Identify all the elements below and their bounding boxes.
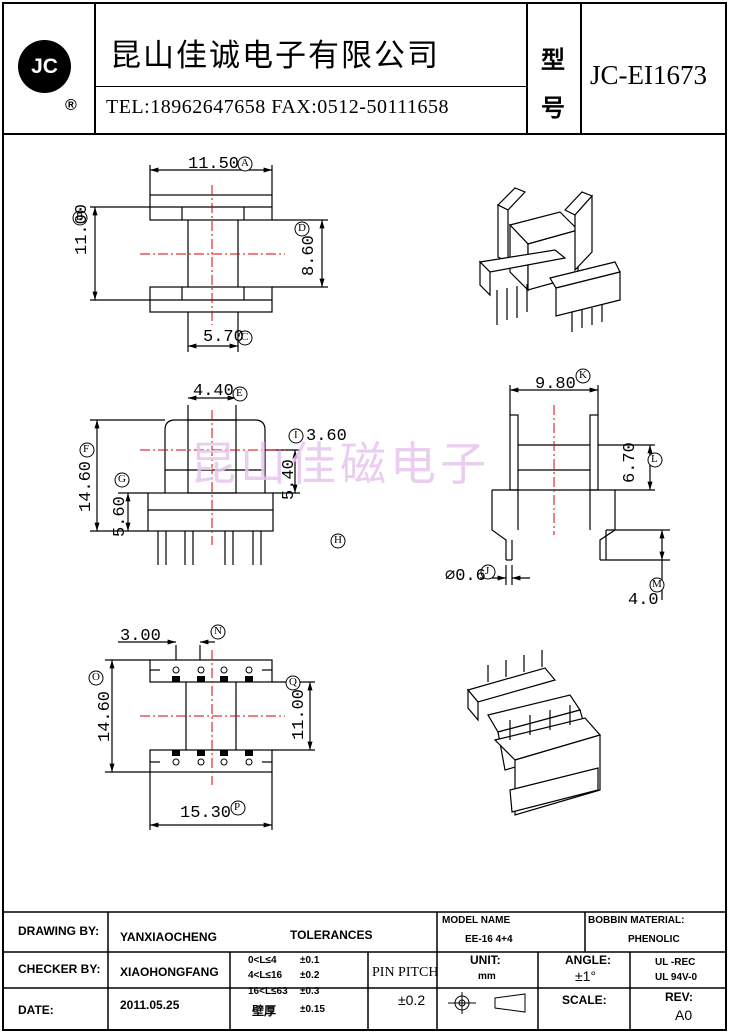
marker-f: F (83, 443, 90, 455)
model-name-value: EE-16 4+4 (465, 934, 513, 945)
checker-by-value: XIAOHONGFANG (120, 965, 219, 979)
drawing-by-value: YANXIAOCHENG (120, 930, 217, 944)
marker-h: H (334, 534, 342, 546)
dim-e: 4.40 (193, 382, 234, 401)
tol-value: ±0.1 (300, 955, 320, 966)
header-divider (526, 2, 528, 134)
dim-j: ⌀0.6 (445, 567, 486, 586)
header-divider (580, 2, 582, 134)
dim-n: 3.00 (120, 627, 161, 646)
bottom-view (105, 639, 315, 830)
tol-value: ±0.2 (300, 970, 320, 981)
tol-range: 4<L≤16 (248, 970, 283, 981)
pin-pitch-tol: ±0.2 (398, 992, 426, 1008)
marker-o: O (92, 671, 100, 683)
dim-k: 9.80 (535, 375, 576, 394)
bobbin-material-label: BOBBIN MATERIAL: (588, 915, 685, 926)
scale-label: SCALE: (562, 993, 607, 1007)
marker-e: E (236, 387, 243, 399)
marker-q: Q (289, 676, 297, 688)
contact-line: TEL:18962647658 FAX:0512-50111658 (106, 96, 449, 118)
marker-i: I (294, 429, 298, 441)
tol-value: ±0.3 (300, 986, 320, 997)
dim-a: 11.50 (188, 155, 240, 174)
header-divider (2, 133, 727, 135)
marker-c: C (241, 331, 249, 343)
dim-m: 4.0 (628, 591, 659, 610)
dim-i: 3.60 (306, 427, 347, 446)
marker-g: G (118, 473, 126, 485)
ul-rec: UL -REC (655, 957, 696, 968)
projection-symbol (448, 992, 526, 1014)
checker-by-label: CHECKER BY: (18, 962, 101, 976)
top-view (90, 165, 328, 352)
marker-j: J (485, 565, 490, 577)
angle-value: ±1° (575, 968, 597, 984)
tolerances-label: TOLERANCES (290, 928, 373, 942)
marker-l: L (651, 453, 658, 465)
ul-94v0: UL 94V-0 (655, 972, 698, 983)
company-logo: JC (18, 40, 71, 93)
unit-value: mm (478, 971, 496, 982)
marker-b: B (76, 211, 84, 223)
side-view (480, 385, 670, 600)
tol-range: 0<L≤4 (248, 955, 277, 966)
isometric-view-2 (466, 650, 602, 816)
marker-m: M (652, 578, 662, 590)
marker-n: N (214, 625, 222, 637)
tol-range: 壁厚 (252, 1004, 277, 1018)
rev-label: REV: (665, 990, 694, 1004)
unit-label: UNIT: (470, 953, 501, 967)
part-number: JC-EI1673 (590, 60, 707, 90)
header-divider (94, 86, 526, 87)
watermark-text: 昆山佳磁电子 (190, 437, 490, 491)
dim-c: 5.70 (203, 328, 244, 347)
header-divider (94, 2, 96, 134)
model-name-label: MODEL NAME (442, 915, 511, 926)
pin-pads (172, 676, 253, 756)
marker-p: P (234, 801, 241, 813)
dim-p: 15.30 (180, 804, 232, 823)
rev-value: A0 (675, 1007, 693, 1023)
tol-range: 16<L≤63 (248, 986, 288, 997)
marker-k: K (579, 369, 587, 381)
bobbin-material-value: PHENOLIC (628, 934, 680, 945)
pin-pitch-label: PIN PITCH (372, 965, 439, 980)
angle-label: ANGLE: (565, 953, 611, 967)
marker-a: A (241, 157, 249, 169)
type-label: 型 (541, 45, 565, 74)
drawing-by-label: DRAWING BY: (18, 924, 100, 938)
company-name: 昆山佳诚电子有限公司 (110, 38, 440, 74)
isometric-view-1 (478, 187, 621, 332)
registered-mark: ® (65, 97, 77, 114)
date-label: DATE: (18, 1003, 54, 1017)
type-label: 号 (541, 93, 565, 122)
tol-value: ±0.15 (300, 1004, 325, 1015)
marker-d: D (298, 222, 306, 234)
date-value: 2011.05.25 (120, 998, 180, 1012)
